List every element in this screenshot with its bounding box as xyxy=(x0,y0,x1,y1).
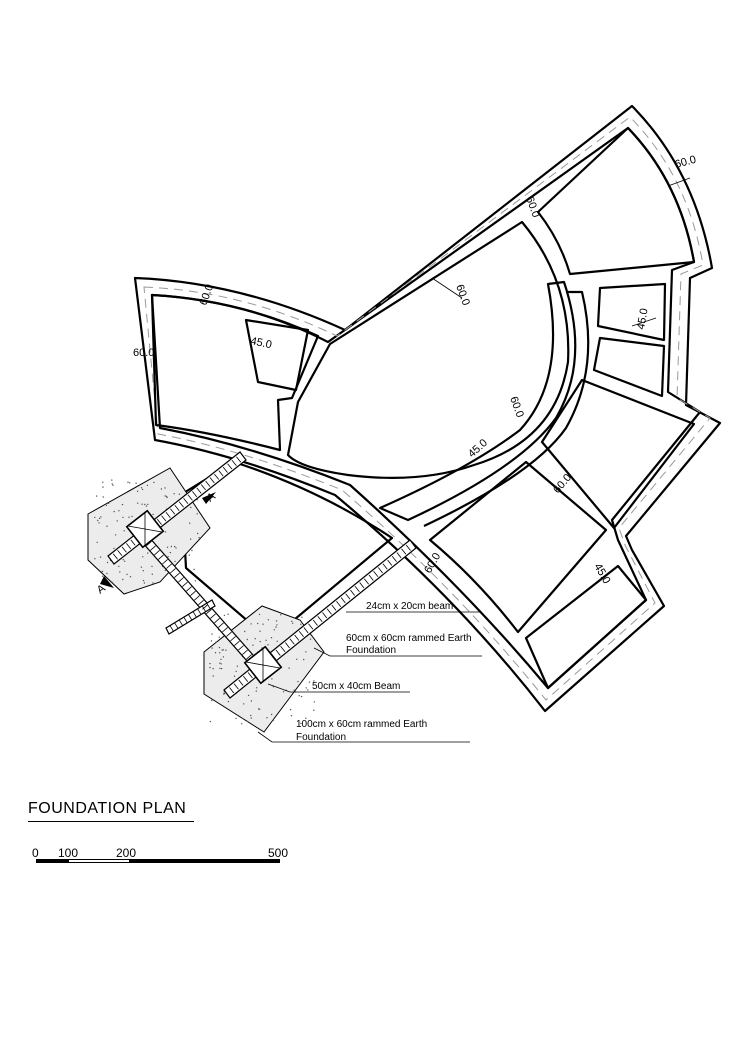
beam-reinforcement-ticks xyxy=(112,456,411,694)
room-right-small-2 xyxy=(592,336,666,398)
callout-foundation-small-line1: 60cm x 60cm rammed Earth xyxy=(346,633,472,644)
callout-foundation-small-line2: Foundation xyxy=(346,645,396,656)
room-lower-left xyxy=(180,460,394,642)
leader-foundation-large xyxy=(257,731,470,743)
wall-centreline xyxy=(143,116,711,701)
pier-lower xyxy=(243,645,283,685)
dimension-d1: 60.0 xyxy=(674,154,698,171)
leader-beam-large xyxy=(267,683,410,693)
dimension-d5: 60.0 xyxy=(133,347,154,359)
callout-foundation-large-line1: 100cm x 60cm rammed Earth xyxy=(296,719,427,730)
scale-label-500: 500 xyxy=(268,846,289,860)
title-underline xyxy=(28,821,194,822)
dimension-d12: 45.0 xyxy=(591,562,612,587)
room-upper-right xyxy=(536,126,696,276)
room-right-small-1 xyxy=(596,282,667,342)
arc-corridor-inner xyxy=(423,290,590,527)
dimension-d3: 60.0 xyxy=(453,283,472,307)
room-lower-right-2 xyxy=(428,460,608,634)
room-semicircle xyxy=(286,220,570,479)
callout-foundation-large-line2: Foundation xyxy=(296,732,346,743)
scale-label-0: 0 xyxy=(32,846,39,860)
scale-segment-1 xyxy=(37,860,69,862)
pier-upper xyxy=(125,509,165,549)
dimension-d2: 60.0 xyxy=(523,195,542,219)
scale-segment-3 xyxy=(129,860,279,862)
dimension-d6: 45.0 xyxy=(249,335,272,351)
scale-label-100: 100 xyxy=(58,846,79,860)
outer-wall-outline xyxy=(133,104,722,713)
room-lower-right-1 xyxy=(540,378,696,530)
drawing-title: FOUNDATION PLAN xyxy=(28,800,187,817)
room-small-left xyxy=(244,318,310,392)
arc-corridor xyxy=(378,280,577,522)
dimension-d9: 45.0 xyxy=(635,307,651,330)
scale-bar xyxy=(36,859,280,863)
dimension-d8: 45.0 xyxy=(466,437,490,460)
leader-foundation-small xyxy=(313,647,482,657)
dimension-d7: 60.0 xyxy=(507,395,526,419)
callout-beam-large: 50cm x 40cm Beam xyxy=(312,681,400,692)
room-left-upper xyxy=(150,293,320,452)
scale-label-200: 200 xyxy=(116,846,137,860)
room-lower-right-3 xyxy=(524,564,648,690)
callout-beam-small: 24cm x 20cm beam xyxy=(366,601,453,612)
